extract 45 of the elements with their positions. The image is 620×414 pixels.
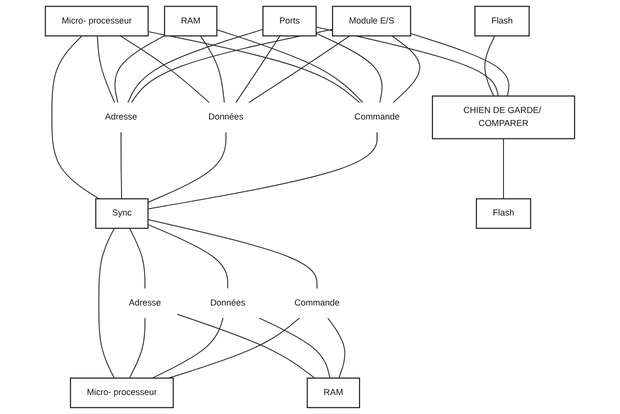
connector (216, 29, 364, 104)
connector (148, 224, 228, 289)
node-box: Micro- processeur (70, 378, 174, 408)
connector (148, 219, 318, 289)
node-box: RAM (306, 378, 360, 408)
connector (503, 138, 504, 200)
connector (316, 32, 383, 104)
connector (148, 31, 360, 104)
connector (248, 35, 350, 104)
connector (120, 132, 122, 200)
connector (98, 228, 115, 379)
node-text: Données (208, 112, 244, 122)
connector (148, 132, 378, 210)
connector (128, 28, 264, 104)
node-box: Sync (95, 198, 149, 229)
connector (410, 33, 510, 96)
node-text: Données (210, 298, 246, 308)
connector (176, 314, 315, 379)
connector (148, 132, 226, 203)
node-box: Flash (476, 198, 532, 229)
connector (392, 35, 420, 104)
node-box: Module E/S (332, 6, 412, 36)
node-box: Flash (474, 6, 530, 36)
node-text: Adresse (128, 298, 162, 308)
connector (97, 35, 116, 104)
connector (327, 318, 346, 379)
node-text: Adresse (105, 112, 138, 122)
connector (129, 228, 146, 289)
node-text: Commande (294, 298, 340, 308)
node-box: Micro- processeur (44, 6, 149, 36)
connector (129, 318, 146, 379)
connector (51, 35, 100, 200)
connector (120, 35, 210, 104)
connector (200, 35, 225, 104)
connector (168, 318, 300, 379)
node-box: CHIEN DE GARDE/ COMPARER (432, 95, 576, 140)
node-box: Ports (262, 6, 317, 36)
connector (235, 35, 280, 104)
connector (484, 35, 496, 96)
node-text: Commande (354, 112, 400, 122)
connector (258, 318, 330, 379)
connector (114, 35, 166, 104)
connector (130, 28, 334, 104)
node-box: RAM (164, 6, 218, 36)
connector (152, 318, 224, 379)
